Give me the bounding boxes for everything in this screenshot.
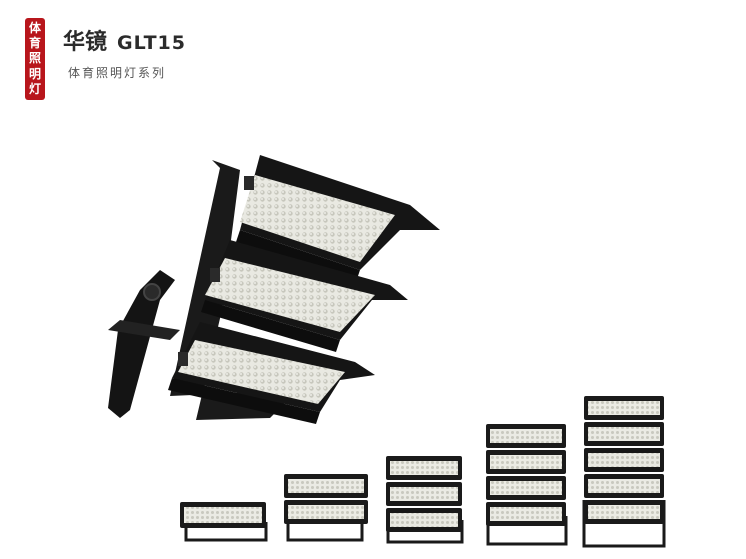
page-title: 华镜 GLT15 <box>63 24 186 56</box>
main-floodlight <box>108 155 440 424</box>
variant-3-module <box>386 456 464 544</box>
variant-5-module <box>582 396 666 548</box>
brand-seal: 体 育 照 明 灯 <box>25 18 45 100</box>
model-name: GLT15 <box>117 32 186 54</box>
variant-1-module <box>180 502 268 542</box>
variant-2-module <box>284 474 368 542</box>
light-module <box>201 240 408 352</box>
variant-4-module <box>486 424 568 546</box>
mounting-bracket <box>108 270 175 418</box>
seal-char: 育 <box>28 36 41 51</box>
seal-char: 灯 <box>28 81 41 96</box>
seal-char: 明 <box>28 66 41 81</box>
pivot-knob <box>143 283 161 301</box>
light-module <box>168 322 375 424</box>
product-subtitle: 体育照明灯系列 <box>68 66 167 80</box>
seal-char: 体 <box>28 21 41 36</box>
brand-name: 华镜 <box>63 30 108 55</box>
seal-char: 照 <box>28 51 41 66</box>
